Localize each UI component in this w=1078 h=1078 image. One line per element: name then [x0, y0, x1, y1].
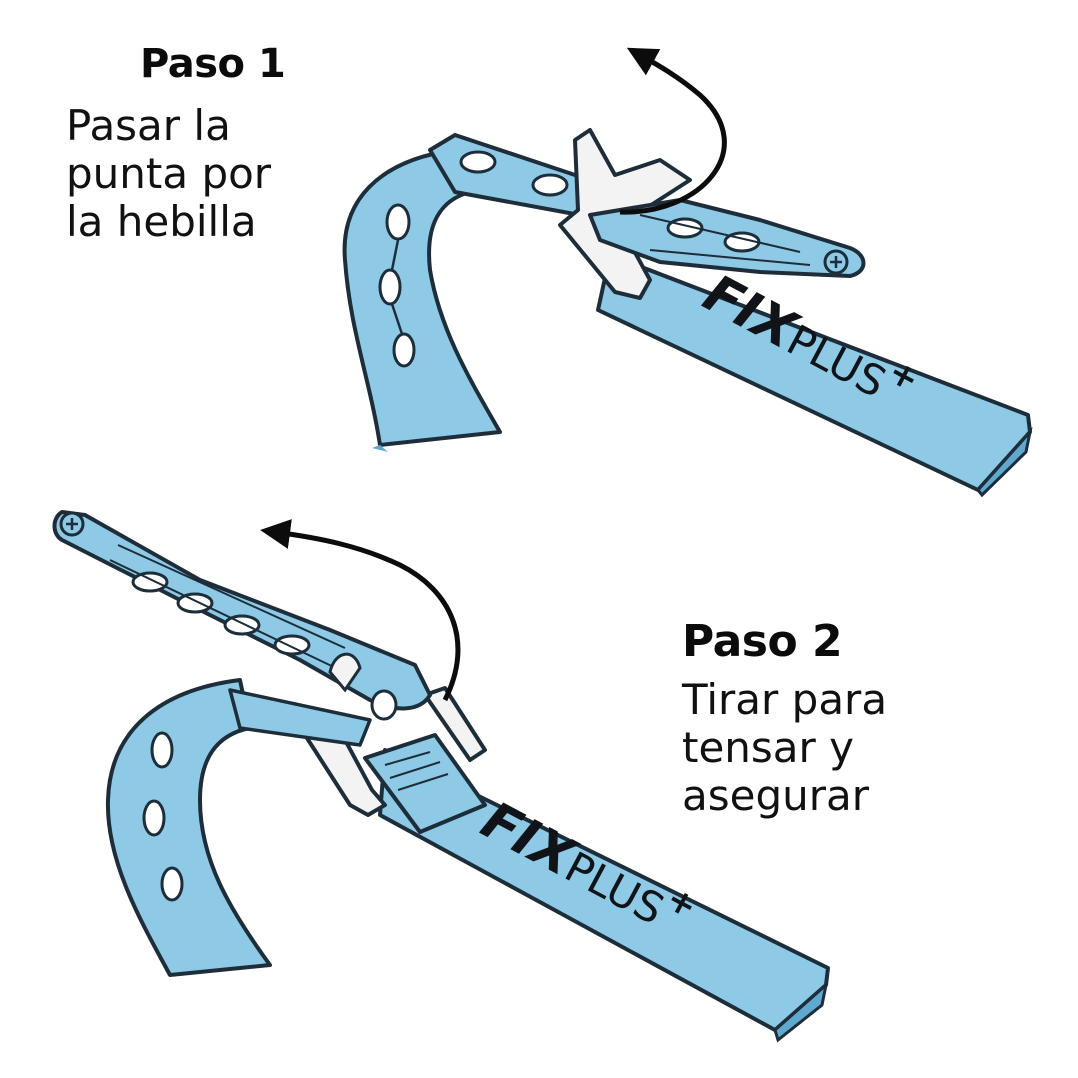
strap-hole-icon	[223, 614, 261, 636]
step1-line: Pasar la	[66, 101, 231, 150]
curved-arrow-icon	[619, 47, 727, 215]
step2-illustration: FIXPLUS+	[52, 510, 830, 1043]
step2-line: asegurar	[682, 771, 870, 820]
step1-instructions: Pasar la punta por la hebilla	[66, 102, 271, 246]
strap-hole-icon	[385, 203, 411, 241]
strap-hole-icon	[150, 731, 174, 769]
strap-hole-icon	[392, 332, 416, 368]
step2-line: tensar y	[682, 723, 855, 772]
strap-hole-icon	[142, 799, 166, 837]
step1-title: Paso 1	[140, 41, 286, 87]
step1-line: la hebilla	[66, 197, 257, 246]
strap-hole-icon	[131, 571, 169, 593]
step2-line: Tirar para	[682, 675, 888, 724]
strap-hole-icon	[160, 866, 184, 902]
strap-hole-icon	[531, 173, 569, 197]
step2-title: Paso 2	[682, 616, 843, 667]
step2-strap-tongue	[52, 510, 432, 711]
strap-hole-icon	[176, 592, 214, 614]
curved-arrow-icon	[260, 519, 461, 702]
step1-strap-loop	[342, 148, 502, 447]
step2-instructions: Tirar para tensar y asegurar	[682, 676, 887, 820]
strap-hole-icon	[370, 689, 398, 721]
step2-buckle-block	[363, 733, 487, 834]
strap-hole-icon	[273, 634, 311, 656]
step2-strap-loop	[105, 678, 272, 977]
step1-strap-top	[428, 133, 592, 217]
strap-hole-icon	[378, 268, 402, 306]
step1-line: punta por	[66, 149, 272, 198]
strap-hole-icon	[459, 150, 497, 174]
step1-illustration: FIXPLUS+	[342, 47, 1033, 498]
